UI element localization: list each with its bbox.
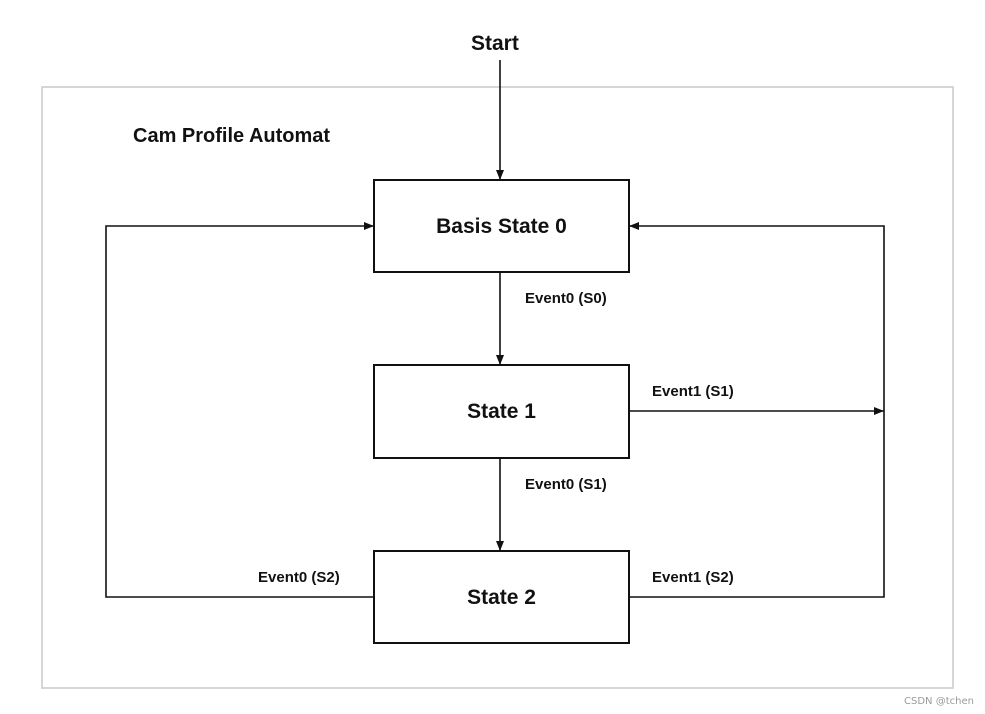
event0-s1-label: Event0 (S1) xyxy=(525,476,607,493)
basis-state-0-label: Basis State 0 xyxy=(436,214,567,238)
watermark: CSDN @tchen xyxy=(904,696,974,707)
automat-frame xyxy=(41,86,954,689)
event0-s0-label: Event0 (S0) xyxy=(525,290,607,307)
diagram-title: Cam Profile Automat xyxy=(133,125,331,147)
event0-s2-label: Event0 (S2) xyxy=(258,569,340,586)
basis-state-0-box xyxy=(373,179,630,273)
state-1-label: State 1 xyxy=(467,400,536,423)
state-2-label: State 2 xyxy=(467,585,536,609)
event1-s2-label: Event1 (S2) xyxy=(652,569,734,586)
start-label: Start xyxy=(471,32,519,55)
event0-s2-return-line xyxy=(105,222,374,598)
state-1-box xyxy=(373,364,630,459)
event1-s2-return-line xyxy=(629,222,885,598)
event1-s1-label: Event1 (S1) xyxy=(652,383,734,400)
